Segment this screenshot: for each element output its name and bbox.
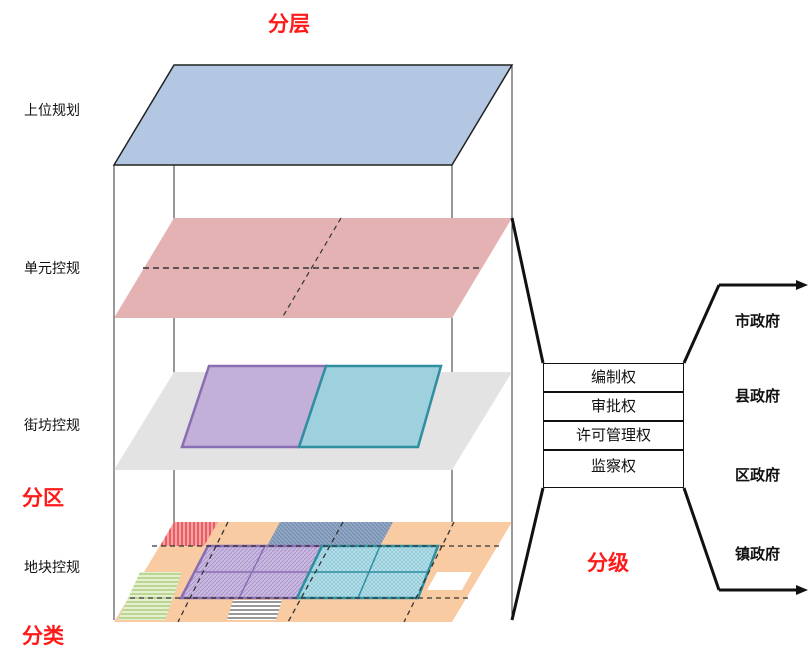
arrow-head-top <box>796 280 808 290</box>
plot-red-hatch <box>160 522 218 546</box>
title-zoning: 分区 <box>22 486 64 510</box>
title-grading: 分级 <box>587 551 629 575</box>
right-compile: 编制权 <box>543 363 684 392</box>
plot-gray-hatch <box>227 600 282 620</box>
title-classification: 分类 <box>22 624 64 648</box>
right-supervise: 监察权 <box>543 450 684 488</box>
government-branches <box>682 283 800 592</box>
title-layering: 分层 <box>268 12 310 36</box>
unit-divider-d <box>281 217 342 319</box>
gov-district: 区政府 <box>735 466 781 484</box>
layer-label-block: 街坊控规 <box>24 418 80 434</box>
gov-town: 镇政府 <box>735 545 781 563</box>
grading-bracket <box>510 217 545 621</box>
layer-label-unit: 单元控规 <box>24 261 80 277</box>
plot-dashed-grid <box>130 521 500 623</box>
gov-county: 县政府 <box>735 387 781 405</box>
plot-white-gap <box>427 572 472 590</box>
plot-green-hatch <box>118 572 182 620</box>
plot-blue-hatch <box>267 522 393 546</box>
layer-label-plot: 地块控规 <box>24 560 80 576</box>
layer-upper-plan <box>112 64 514 166</box>
gov-city: 市政府 <box>735 312 781 330</box>
right-license: 许可管理权 <box>543 421 684 450</box>
block-teal <box>297 364 443 449</box>
arrow-head-bottom <box>796 585 808 595</box>
layer-label-upper: 上位规划 <box>24 103 80 119</box>
right-approve: 审批权 <box>543 392 684 421</box>
